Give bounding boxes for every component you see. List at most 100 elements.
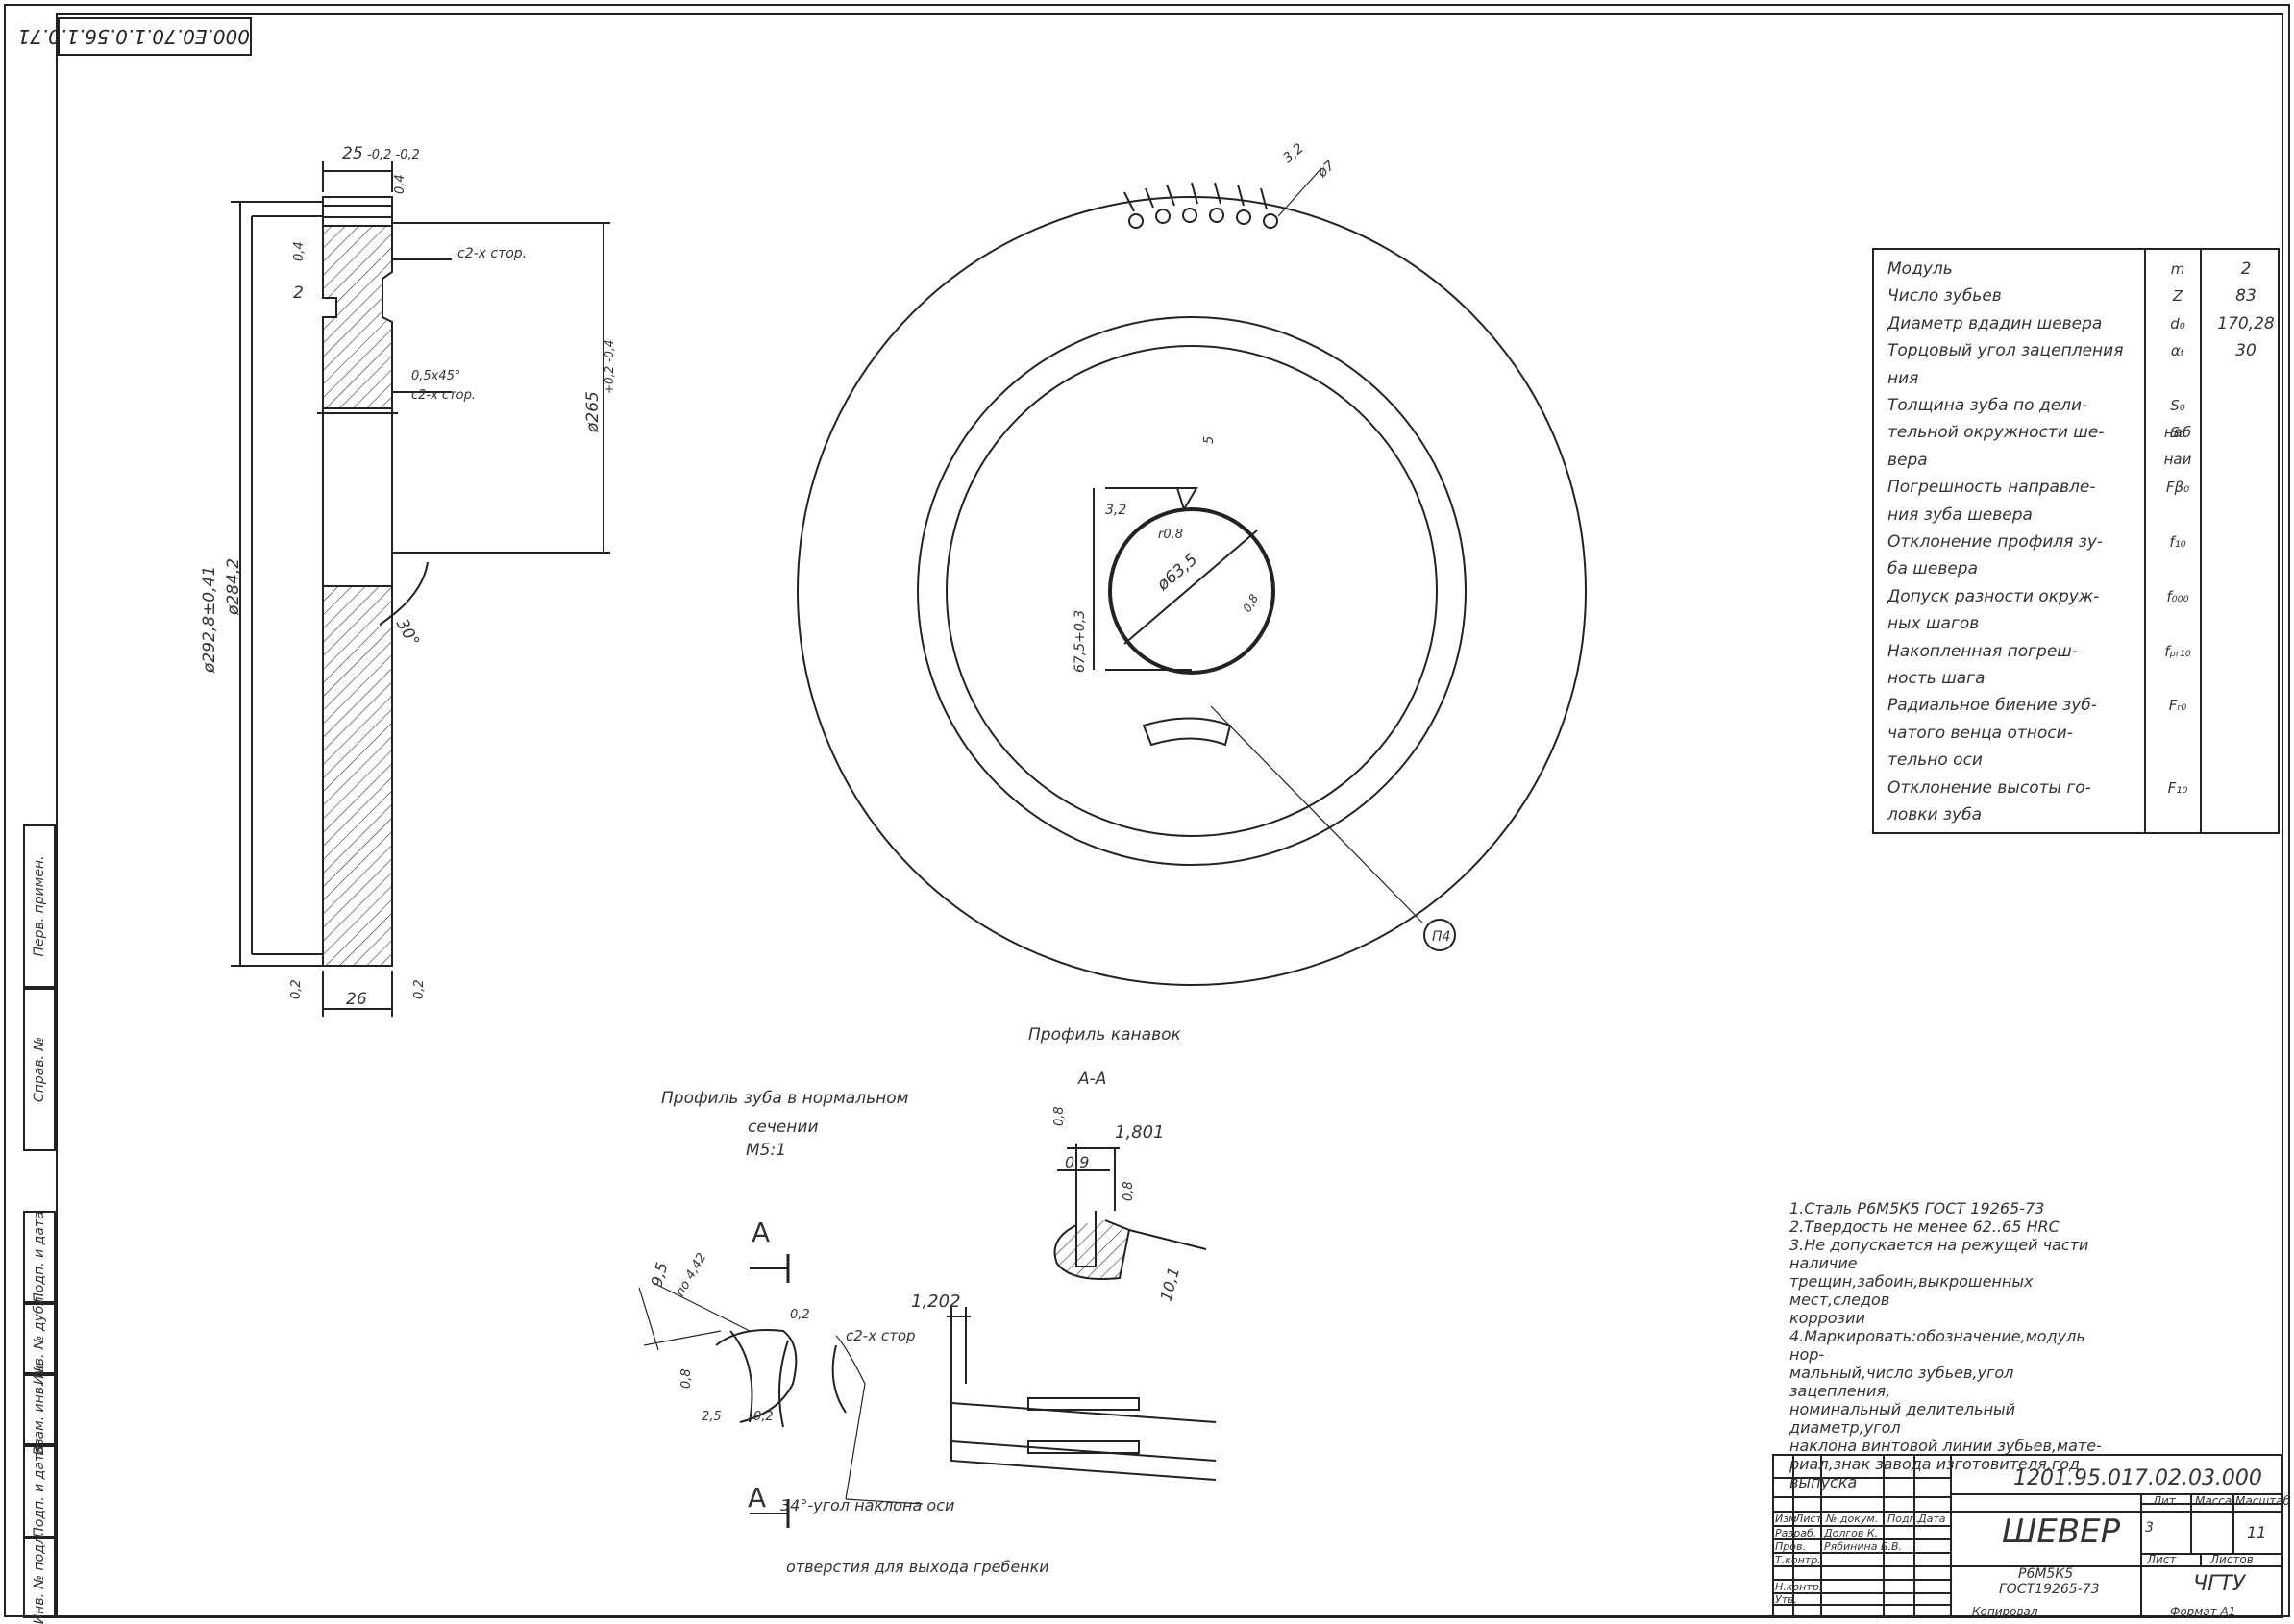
note-line: коррозии bbox=[1789, 1309, 1865, 1327]
tb-material-line2: ГОСТ19265-73 bbox=[1999, 1582, 2100, 1597]
parameter-row: Накопленная погреш-fₚᵣ₁₀ bbox=[1874, 638, 2278, 665]
dim-r04-top: 0,4 bbox=[393, 174, 407, 194]
dim-1801: 1,801 bbox=[1115, 1122, 1165, 1143]
tb-header-podp: Подп. bbox=[1887, 1513, 1919, 1525]
parameter-row: вера bbox=[1874, 447, 2278, 474]
parameter-name: тельной окружности ше- bbox=[1887, 423, 2105, 443]
parameter-row: Радиальное биение зуб- Fᵣ₀ bbox=[1874, 692, 2278, 719]
parameter-name: ность шага bbox=[1887, 669, 1986, 688]
parameter-row: ность шага bbox=[1874, 665, 2278, 692]
parameter-name: Диаметр вдадин шевера bbox=[1887, 313, 2103, 333]
parameter-symbol: Fβ₀ bbox=[2165, 479, 2190, 497]
parameter-name: ния зуба шевера bbox=[1887, 504, 2033, 525]
label-c2-stor-profile: с2-х стор bbox=[846, 1327, 916, 1344]
note-line: 4.Маркировать:обозначение,модуль нор- bbox=[1789, 1327, 2085, 1364]
parameter-symbol: m bbox=[2170, 260, 2185, 278]
tb-lit-value: 3 bbox=[2145, 1520, 2154, 1536]
dim-width-25: 25 bbox=[342, 144, 363, 163]
parameter-symbol: Fᵣ₀ bbox=[2168, 697, 2187, 715]
parameter-value: 2 bbox=[2240, 259, 2252, 279]
side-view-hub-section bbox=[322, 225, 393, 409]
parameter-name: ловки зуба bbox=[1887, 805, 1983, 824]
parameter-name: Отклонение высоты го- bbox=[1887, 777, 2091, 798]
front-view bbox=[797, 167, 1587, 986]
parameter-name: Толщина зуба по дели- bbox=[1887, 396, 2088, 415]
side-strip-podp-data-2: Подп. и дата bbox=[23, 1445, 56, 1538]
parameter-row: тельно оси bbox=[1874, 747, 2278, 774]
parameter-row: ния bbox=[1874, 365, 2278, 392]
title-block-grid bbox=[1772, 1454, 2282, 1618]
parameter-symbol: S₀ наб bbox=[2163, 397, 2192, 441]
parameter-row: ловки зуба bbox=[1874, 801, 2278, 828]
parameter-name: ных шагов bbox=[1887, 614, 1980, 634]
note-line: мальный,число зубьев,угол зацепления, bbox=[1789, 1364, 2014, 1400]
section-mark-a-bottom: А bbox=[748, 1482, 766, 1513]
tb-header-date: Дата bbox=[1917, 1513, 1946, 1525]
parameter-name: ба шевера bbox=[1887, 559, 1979, 579]
parameter-symbol: S₀ наи bbox=[2163, 424, 2192, 469]
tb-material-line1: Р6М5К5 bbox=[2018, 1566, 2073, 1582]
parameter-row: Допуск разности окруж-f₀₀₀ bbox=[1874, 583, 2278, 610]
leader-bubble-p4 bbox=[1423, 919, 1456, 951]
label-scale-m51: М5:1 bbox=[746, 1141, 786, 1160]
side-strip-perv-primen: Перв. примен. bbox=[23, 824, 56, 988]
dim-bore-675: 67,5+0,3 bbox=[1073, 610, 1088, 673]
label-hole-note: отверстия для выхода гребенки bbox=[786, 1558, 1049, 1576]
dim-outer-diameter: ø292,8±0,41 bbox=[200, 566, 219, 674]
dim-key-r08: r0,8 bbox=[1158, 528, 1183, 542]
groove-slot bbox=[1142, 717, 1232, 747]
dim-r02-right: 0,2 bbox=[412, 979, 427, 999]
dim-key-32: 3,2 bbox=[1105, 503, 1126, 518]
dim-width-26: 26 bbox=[346, 990, 367, 1009]
dim-08-a: 0,8 bbox=[1052, 1106, 1067, 1126]
note-line: наклона винтовой линии зубьев,мате- bbox=[1789, 1437, 2102, 1455]
side-strip-sprav: Справ. № bbox=[23, 988, 56, 1151]
dim-width-25-tol: -0,2 -0,2 bbox=[367, 148, 420, 162]
tb-header-izm: Изм bbox=[1775, 1513, 1796, 1525]
tb-title: ШЕВЕР bbox=[2002, 1513, 2121, 1551]
dim-mid-diameter: ø284,2 bbox=[224, 558, 243, 616]
parameter-value: 30 bbox=[2235, 341, 2257, 361]
parameter-name: Накопленная погреш- bbox=[1887, 641, 2078, 661]
dim-02-d: 0,2 bbox=[753, 1410, 774, 1424]
dim-angle-30: 30° bbox=[392, 616, 423, 651]
tb-lit-label: Лит. bbox=[2152, 1494, 2180, 1508]
parameter-name: Радиальное биение зуб- bbox=[1887, 696, 2097, 716]
parameter-row: тельной окружности ше- S₀ наи bbox=[1874, 419, 2278, 468]
dim-101: 10,1 bbox=[1157, 1266, 1184, 1303]
parameter-row: Толщина зуба по дели- S₀ наб bbox=[1874, 392, 2278, 441]
label-c2-stor-chamfer: с2-х стор. bbox=[411, 388, 476, 403]
dim-02-c: 0,2 bbox=[790, 1308, 810, 1322]
parameter-row: Отклонение профиля зу-f₁₀ bbox=[1874, 529, 2278, 555]
label-profile-tooth-1: Профиль зуба в нормальном bbox=[661, 1089, 909, 1108]
parameter-row: ба шевера bbox=[1874, 555, 2278, 582]
bore-circle bbox=[1108, 507, 1275, 675]
dim-08-b: 0,8 bbox=[1122, 1181, 1136, 1201]
tb-role-razrab: Разраб. bbox=[1775, 1527, 1816, 1539]
tb-role-utv: Утв. bbox=[1775, 1593, 1797, 1606]
parameter-row: Погрешность направле-Fβ₀ bbox=[1874, 474, 2278, 501]
note-line: номинальный делительный диаметр,угол bbox=[1789, 1400, 2016, 1437]
parameter-row: Отклонение высоты го-F₁₀ bbox=[1874, 775, 2278, 801]
tb-copy-label: Копировал bbox=[1972, 1605, 2038, 1618]
tb-sheet-label: Лист bbox=[2146, 1553, 2177, 1566]
side-view-teeth-zone bbox=[322, 585, 393, 967]
dim-08-c: 0,8 bbox=[679, 1368, 694, 1389]
dim-bore-diameter: ø63,5 bbox=[1153, 550, 1202, 595]
label-profile-tooth-2: сечении bbox=[748, 1118, 819, 1137]
dim-32-top: 3,2 bbox=[1280, 140, 1306, 166]
parameter-value: 170,28 bbox=[2217, 313, 2275, 333]
comb-detail bbox=[947, 1307, 1217, 1481]
parameter-symbol: f₀₀₀ bbox=[2166, 587, 2189, 605]
dim-1202: 1,202 bbox=[911, 1292, 961, 1312]
leader-line-p4 bbox=[1210, 705, 1423, 923]
parameter-name: чатого венца относи- bbox=[1887, 723, 2073, 743]
dim-key-5: 5 bbox=[1202, 436, 1217, 444]
tooth-segment bbox=[1123, 182, 1278, 229]
tb-name-razrab: Долгов К. bbox=[1823, 1527, 1878, 1539]
label-chamfer: 0,5х45° bbox=[411, 369, 460, 383]
outer-circle bbox=[797, 196, 1587, 986]
dim-09: 0,9 bbox=[1065, 1153, 1089, 1171]
